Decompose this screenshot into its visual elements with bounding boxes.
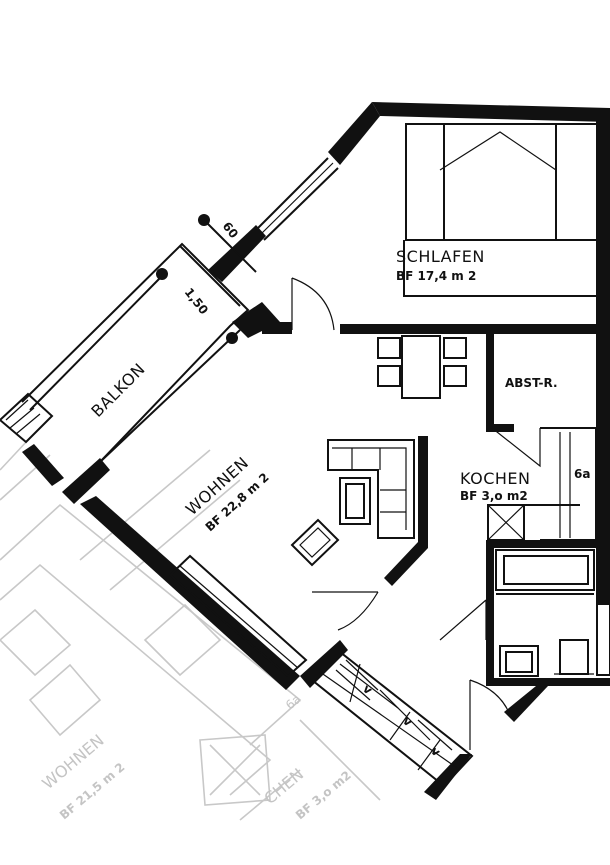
kochen-label: KOCHEN: [460, 469, 531, 488]
stair-marker-2: v: [400, 714, 415, 730]
room-labels: SCHLAFEN BF 17,4 m 2 ABST-R. KOCHEN BF 3…: [182, 247, 590, 534]
schlafen-area: BF 17,4 m 2: [396, 269, 476, 283]
wohnen-label: WOHNEN: [182, 453, 252, 519]
schlafen-label: SCHLAFEN: [396, 247, 485, 266]
bath-marker: 6a: [574, 467, 590, 481]
bathroom: [495, 549, 595, 677]
kitchen: [487, 427, 597, 541]
sofa-set: [290, 439, 415, 567]
dining-set: [377, 335, 467, 399]
balkon-label: BALKON: [87, 359, 149, 421]
balcony: 1,50 60 BALKON: [0, 214, 257, 463]
windows: [168, 157, 610, 678]
bed: [403, 123, 599, 297]
kochen-area: BF 3,o m2: [460, 489, 528, 503]
abstr-label: ABST-R.: [505, 376, 558, 390]
stairs: v v v: [310, 650, 474, 788]
doors: [291, 277, 541, 750]
balkon-depth-dim: 1,50: [182, 285, 211, 317]
ghost-marker: 6a: [283, 692, 303, 712]
